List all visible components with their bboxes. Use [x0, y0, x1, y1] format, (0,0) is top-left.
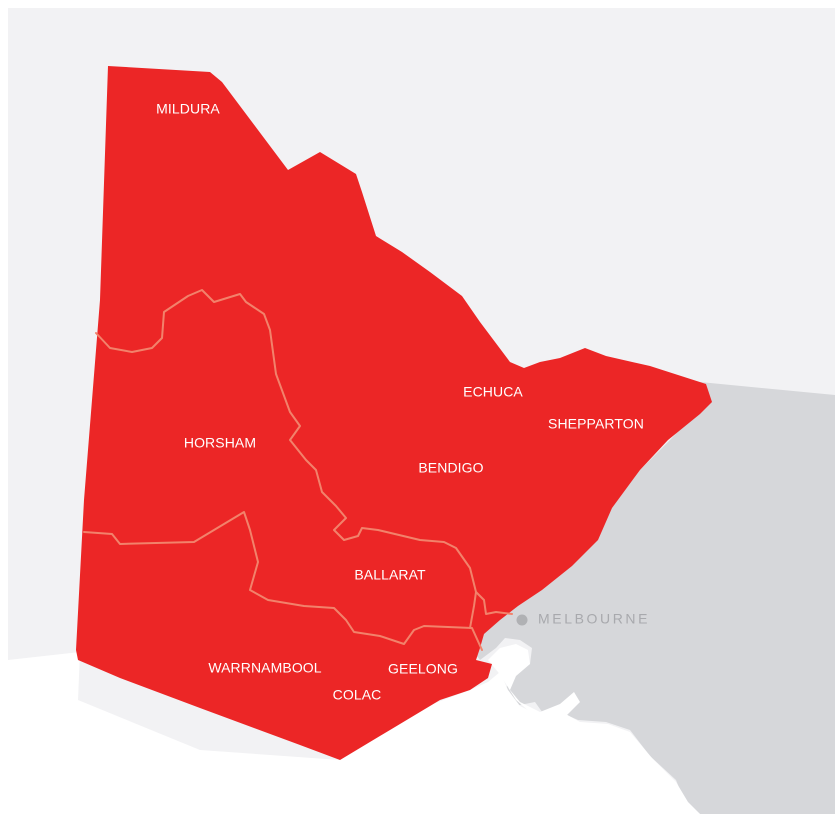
- region-label-geelong: GEELONG: [388, 661, 458, 677]
- region-border-ballarat-east: [469, 591, 477, 629]
- city-label-melbourne: MELBOURNE: [538, 611, 650, 627]
- port-phillip-bay: [488, 644, 580, 720]
- region-label-horsham: HORSHAM: [184, 435, 256, 451]
- regions-shape: [76, 66, 712, 760]
- region-label-shepparton: SHEPPARTON: [548, 416, 644, 432]
- region-label-ballarat: BALLARAT: [354, 567, 426, 583]
- region-border-mildura: [95, 289, 513, 615]
- region-label-mildura: MILDURA: [156, 101, 220, 117]
- region-label-echuca: ECHUCA: [463, 384, 523, 400]
- region-label-bendigo: BENDIGO: [418, 460, 483, 476]
- region-label-colac: COLAC: [333, 687, 382, 703]
- region-border-south: [83, 511, 483, 651]
- location-dot-icon: [516, 614, 528, 626]
- region-label-warrnambool: WARRNAMBOOL: [208, 660, 321, 676]
- sea-area: [8, 652, 700, 814]
